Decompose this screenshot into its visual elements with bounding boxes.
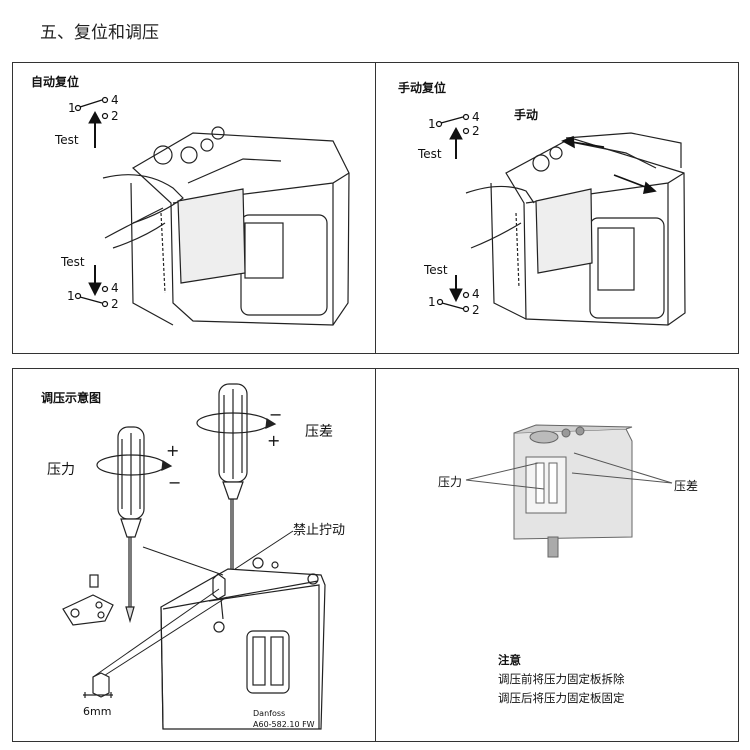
arrow-down-icon bbox=[449, 275, 463, 303]
manual-bottom-n1: 1 bbox=[428, 295, 436, 309]
arrow-down-icon bbox=[88, 265, 102, 297]
manual-top-n2: 2 bbox=[472, 124, 480, 138]
no-turn-label: 禁止拧动 bbox=[293, 523, 346, 538]
note-title: 注意 bbox=[498, 653, 521, 667]
adjust-pressure-label: 压力 bbox=[47, 462, 75, 478]
auto-top-n4: 4 bbox=[111, 93, 119, 107]
leader-lines bbox=[92, 530, 294, 680]
leader-lines bbox=[465, 452, 673, 490]
manual-reset-illustration bbox=[435, 113, 686, 326]
photo-panel: 压力 压差 注意 调压前将压力固定板拆除 调压后将压力固定板固定 bbox=[375, 368, 739, 742]
adjust-panel: 调压示意图 bbox=[12, 368, 376, 742]
pressure-switch-drawing bbox=[465, 132, 686, 326]
adjust-illustration bbox=[62, 383, 326, 730]
note-line1: 调压前将压力固定板拆除 bbox=[498, 672, 625, 686]
photo-illustration bbox=[465, 424, 673, 558]
switch-symbol-bottom bbox=[74, 285, 109, 308]
diff-minus-icon: − bbox=[269, 405, 283, 424]
arrow-up-icon bbox=[449, 126, 463, 159]
diff-plus-icon: + bbox=[267, 431, 281, 450]
code-label: A60-582.10 FW bbox=[253, 720, 315, 729]
manual-reset-title: 手动复位 bbox=[398, 81, 447, 95]
auto-bottom-test: Test bbox=[61, 255, 85, 269]
switch-symbol-top bbox=[74, 96, 109, 120]
auto-bottom-n4: 4 bbox=[111, 281, 119, 295]
note-block: 注意 调压前将压力固定板拆除 调压后将压力固定板固定 bbox=[498, 651, 625, 708]
manual-top-n4: 4 bbox=[472, 110, 480, 124]
switch-symbol-bottom bbox=[436, 291, 470, 313]
manual-reset-panel: 手动复位 手动 bbox=[375, 62, 739, 354]
adjust-diff-label: 压差 bbox=[305, 424, 333, 440]
pressure-plus-icon: + bbox=[166, 441, 180, 460]
manual-top-test: Test bbox=[418, 147, 442, 161]
hex-size-label: 6mm bbox=[83, 705, 112, 718]
auto-bottom-n2: 2 bbox=[111, 297, 119, 311]
manual-top-n1: 1 bbox=[428, 117, 436, 131]
auto-bottom-n1: 1 bbox=[67, 289, 75, 303]
auto-top-n2: 2 bbox=[111, 109, 119, 123]
pressure-plate-icon bbox=[62, 574, 114, 626]
page-title: 五、复位和调压 bbox=[40, 23, 159, 43]
manual-bottom-n2: 2 bbox=[472, 303, 480, 317]
photo-pressure-label: 压力 bbox=[438, 475, 463, 489]
manual-bottom-n4: 4 bbox=[472, 287, 480, 301]
auto-reset-title: 自动复位 bbox=[31, 75, 80, 89]
adjust-title: 调压示意图 bbox=[41, 391, 102, 405]
pressure-switch-photo bbox=[513, 424, 633, 558]
auto-top-test: Test bbox=[55, 133, 79, 147]
pressure-minus-icon: − bbox=[168, 473, 182, 492]
manual-action-label: 手动 bbox=[514, 108, 539, 122]
arrow-up-icon bbox=[88, 110, 102, 148]
switch-symbol-top bbox=[435, 113, 470, 135]
screwdriver-differential-icon bbox=[196, 383, 277, 569]
screwdriver-pressure-icon bbox=[96, 426, 173, 624]
auto-reset-illustration bbox=[74, 96, 350, 326]
pressure-switch-drawing bbox=[102, 126, 350, 326]
brand-label: Danfoss bbox=[253, 709, 286, 718]
photo-diff-label: 压差 bbox=[674, 479, 699, 493]
note-line2: 调压后将压力固定板固定 bbox=[498, 691, 625, 705]
manual-bottom-test: Test bbox=[424, 263, 448, 277]
auto-reset-panel: 自动复位 bbox=[12, 62, 376, 354]
hex-key-icon bbox=[83, 672, 113, 698]
auto-top-n1: 1 bbox=[68, 101, 76, 115]
pressure-switch-drawing bbox=[160, 557, 326, 730]
manual-push-arrows bbox=[561, 135, 657, 194]
